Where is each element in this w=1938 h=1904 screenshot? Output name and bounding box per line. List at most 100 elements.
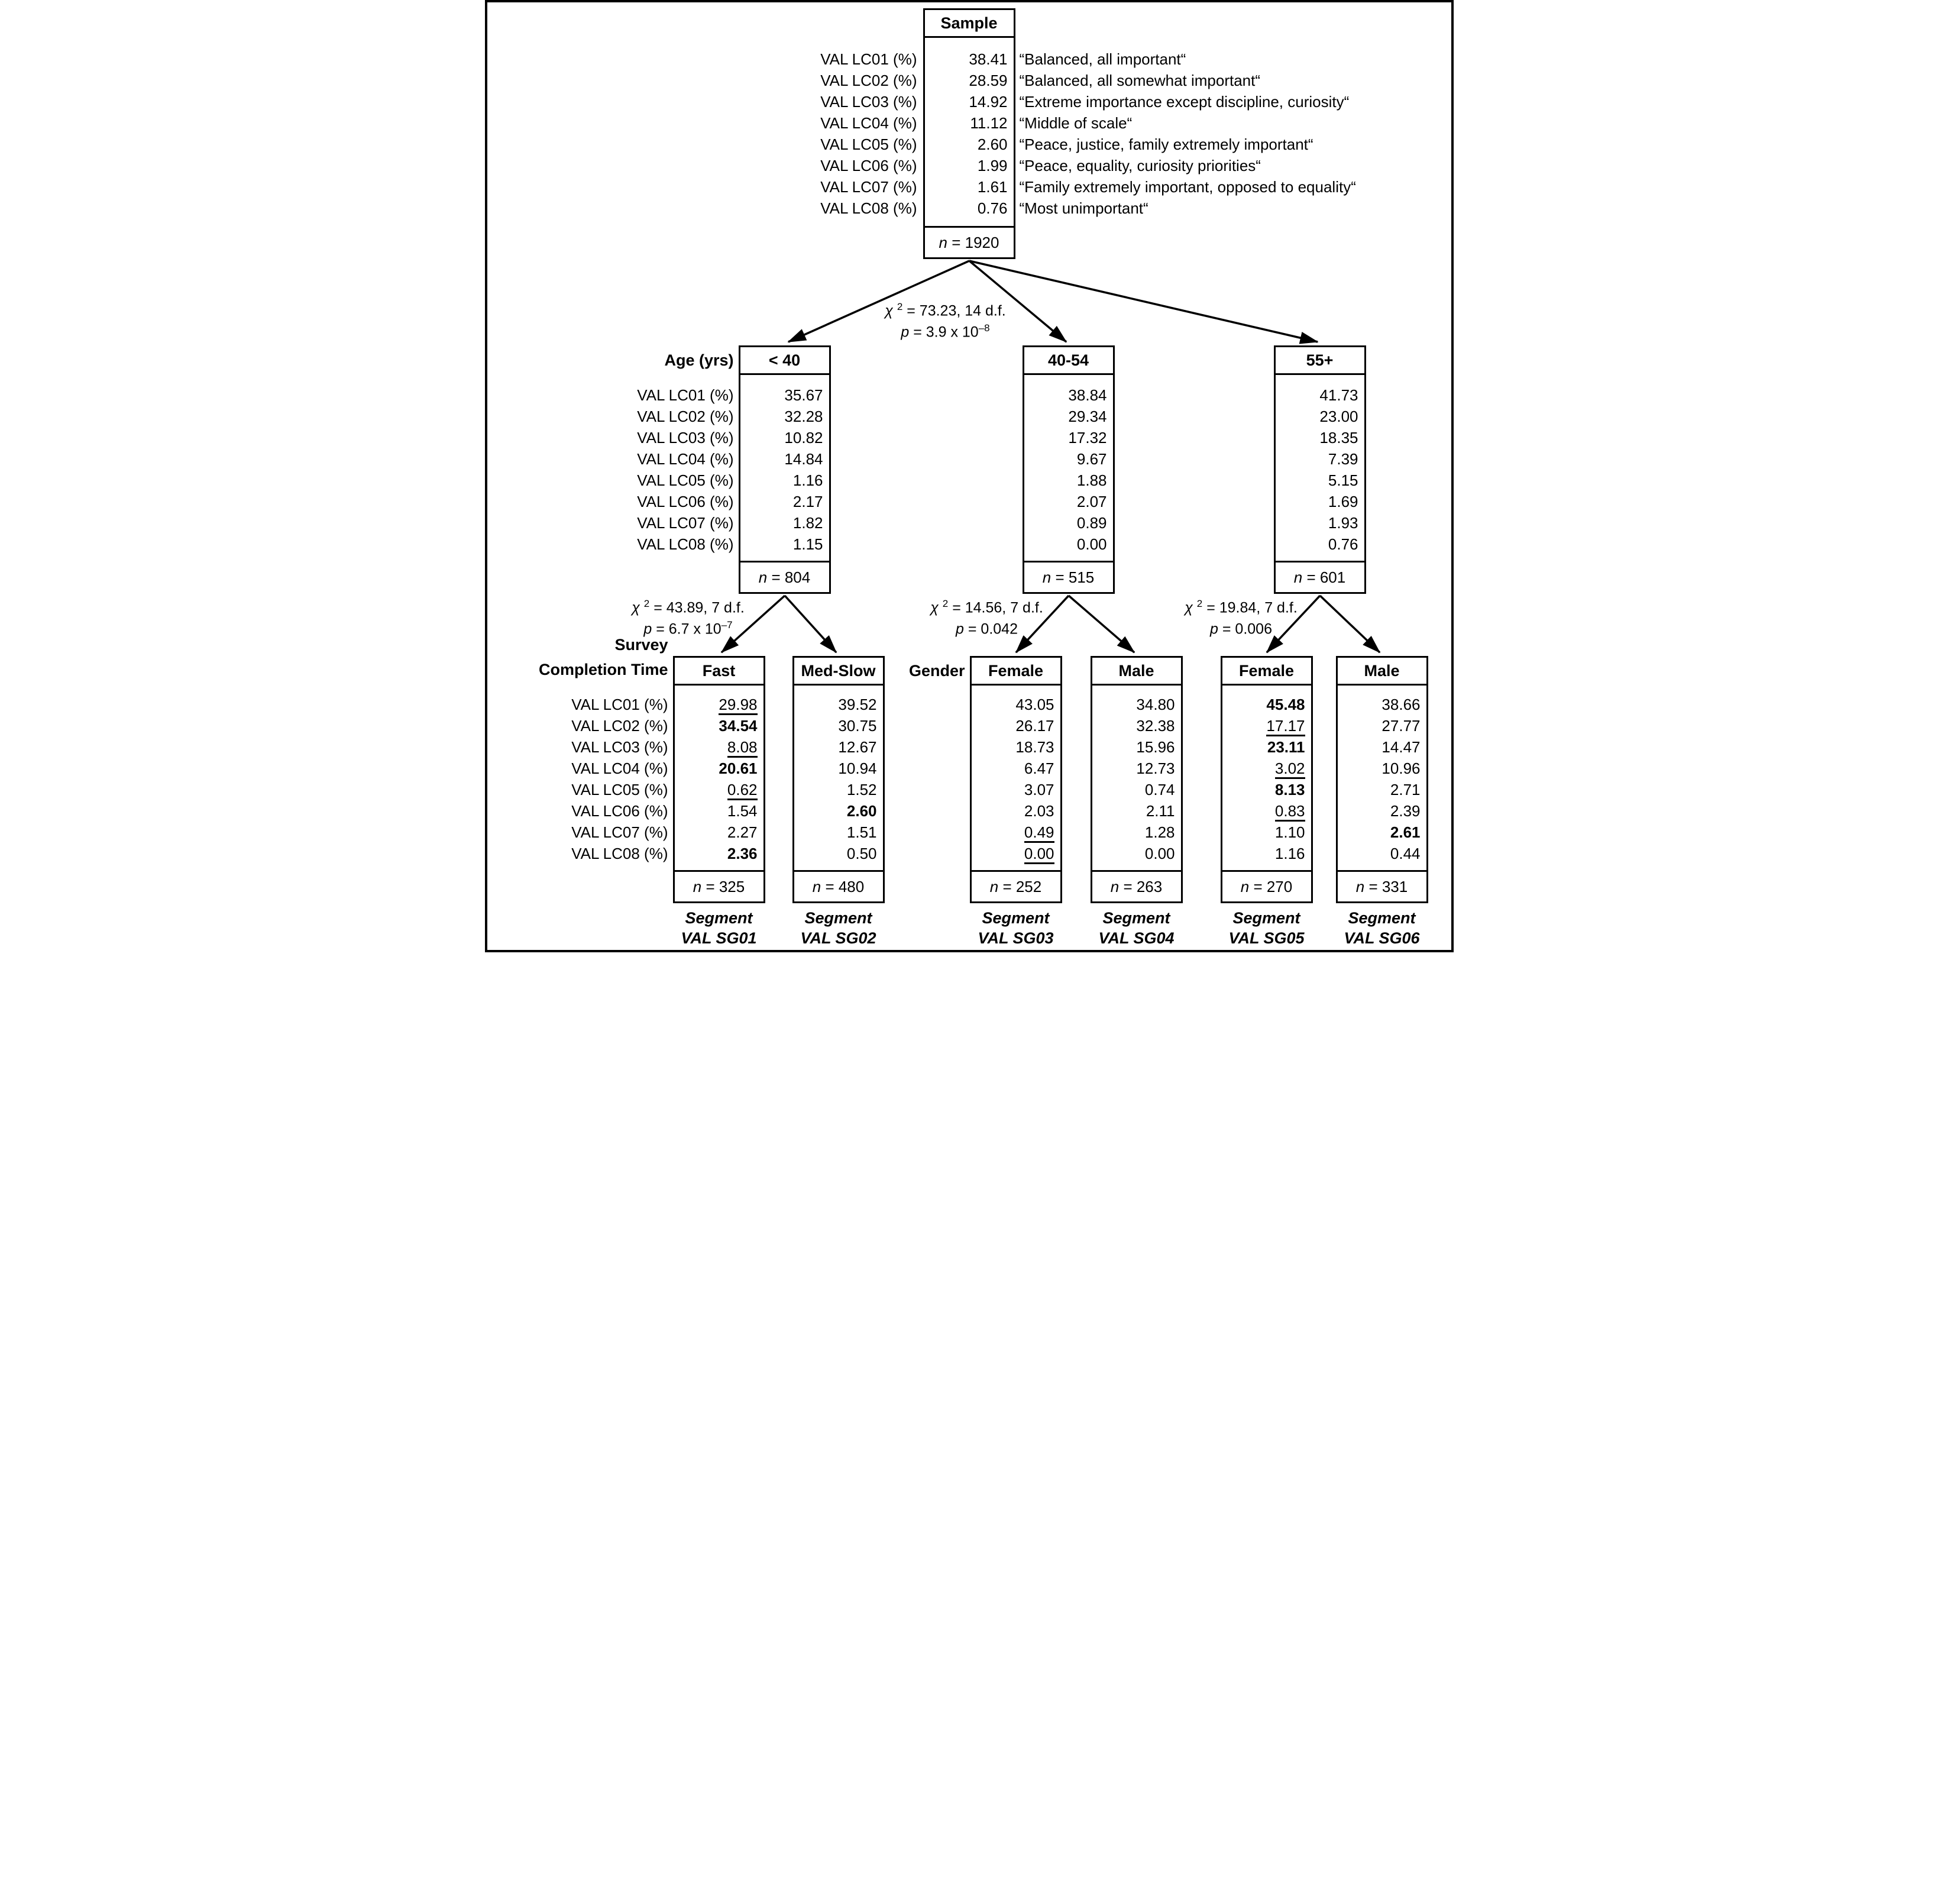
chi-square-line: χ 2 = 73.23, 14 d.f.	[821, 298, 1070, 319]
node-value: 11.12	[970, 114, 1008, 132]
node-value-row: 43.05	[978, 694, 1054, 715]
node-value: 35.67	[784, 386, 823, 404]
n-symbol: n	[939, 234, 947, 251]
node-value-row: 18.73	[978, 736, 1054, 758]
node-value-row: 0.76	[1282, 534, 1358, 555]
node-value-row: 10.82	[746, 427, 823, 448]
node-value: 2.07	[1076, 493, 1107, 510]
p-symbol: p	[1210, 620, 1218, 638]
node-header: Female	[971, 658, 1060, 686]
node-value-row: 1.82	[746, 512, 823, 534]
node-value: 29.34	[1068, 408, 1107, 425]
row-label: VAL LC07 (%)	[820, 178, 917, 196]
node-value-row: 30.75	[800, 715, 876, 736]
node-value-row: 7.39	[1282, 448, 1358, 470]
n-value: = 480	[821, 878, 865, 896]
node-value: 8.08	[727, 738, 758, 758]
chi-symbol: χ	[885, 302, 897, 319]
node-value-row: 12.73	[1098, 758, 1175, 779]
node-value: 32.28	[784, 408, 823, 425]
node-value-row: 14.84	[746, 448, 823, 470]
node-value-row: 32.28	[746, 406, 823, 427]
n-symbol: n	[1110, 878, 1120, 896]
row-label: VAL LC05 (%)	[637, 471, 734, 489]
class-description: “Middle of scale“	[1019, 114, 1133, 132]
node-value: 2.61	[1390, 823, 1421, 841]
n-value: = 804	[767, 568, 811, 586]
node-value: 1.82	[792, 514, 823, 532]
node-value-row: 2.60	[931, 134, 1008, 155]
node-value: 2.17	[792, 493, 823, 510]
node-value-row: 0.50	[800, 843, 877, 864]
node-value: 0.62	[727, 781, 758, 800]
level3-row-labels: VAL LC01 (%)VAL LC02 (%)VAL LC03 (%)VAL …	[487, 694, 668, 864]
node-value-row: 10.96	[1344, 758, 1420, 779]
p-value: = 0.042	[963, 620, 1018, 638]
node-value-row: 1.16	[1228, 843, 1305, 864]
node-value: 2.27	[727, 823, 758, 841]
p-exponent: –7	[721, 619, 733, 631]
n-value: = 1920	[947, 234, 999, 251]
node-n: n = 601	[1275, 561, 1364, 592]
p-value-line: p = 6.7 x 10–7	[576, 616, 801, 638]
segment-word: Segment	[1348, 909, 1416, 927]
segment-id: VAL SG06	[1344, 929, 1420, 947]
n-symbol: n	[693, 878, 702, 896]
node-value: 17.32	[1068, 429, 1107, 447]
segment-id: VAL SG04	[1098, 929, 1175, 947]
node-value-row: 41.73	[1282, 384, 1358, 406]
node-header: Med-Slow	[794, 658, 883, 686]
node-value: 0.74	[1144, 781, 1175, 799]
class-description: “Family extremely important, opposed to …	[1019, 178, 1356, 196]
node-value-row: 23.11	[1228, 736, 1305, 758]
node-value-row: 34.80	[1098, 694, 1175, 715]
node-value: 9.67	[1076, 450, 1107, 468]
node-n: n = 1920	[924, 226, 1014, 257]
node-value: 12.73	[1136, 759, 1175, 777]
row-label: VAL LC02 (%)	[637, 408, 734, 425]
node-value-row: 0.44	[1344, 843, 1421, 864]
sample-row-labels: VAL LC01 (%)VAL LC02 (%)VAL LC03 (%)VAL …	[665, 49, 917, 219]
node-value-row: 1.15	[746, 534, 823, 555]
node-value: 1.16	[1274, 845, 1305, 862]
class-description: “Balanced, all somewhat important“	[1019, 72, 1261, 89]
node-value-row: 1.93	[1282, 512, 1358, 534]
n-value: = 325	[701, 878, 745, 896]
class-description: “Peace, justice, family extremely import…	[1019, 135, 1313, 153]
node-value: 2.60	[977, 135, 1008, 153]
node-value-row: 1.54	[681, 800, 758, 822]
row-label: VAL LC01 (%)	[571, 696, 668, 713]
node-value-row: 3.02	[1228, 758, 1305, 779]
node-value: 8.13	[1274, 781, 1305, 799]
segment-word: Segment	[1232, 909, 1300, 927]
row-label: VAL LC07 (%)	[637, 514, 734, 532]
chi-exponent: 2	[643, 598, 650, 609]
p-value: = 6.7 x 10	[652, 620, 722, 638]
node-value: 43.05	[1015, 696, 1054, 713]
node-header: Fast	[674, 658, 763, 686]
survey-axis-line1: Survey	[614, 636, 668, 654]
node-value-row: 1.51	[800, 822, 877, 843]
node-value: 14.92	[969, 93, 1008, 111]
node-header: < 40	[740, 347, 829, 375]
node-value: 18.35	[1319, 429, 1358, 447]
p-exponent: –8	[978, 322, 990, 334]
node-value: 1.93	[1328, 514, 1358, 532]
p-symbol: p	[643, 620, 652, 638]
node-value-row: 32.38	[1098, 715, 1175, 736]
p-symbol: p	[956, 620, 964, 638]
node-value: 10.82	[784, 429, 823, 447]
node-n: n = 331	[1337, 870, 1426, 901]
node-value-row: 0.83	[1228, 800, 1305, 822]
node-header: Male	[1337, 658, 1426, 686]
node-value: 26.17	[1015, 717, 1054, 735]
